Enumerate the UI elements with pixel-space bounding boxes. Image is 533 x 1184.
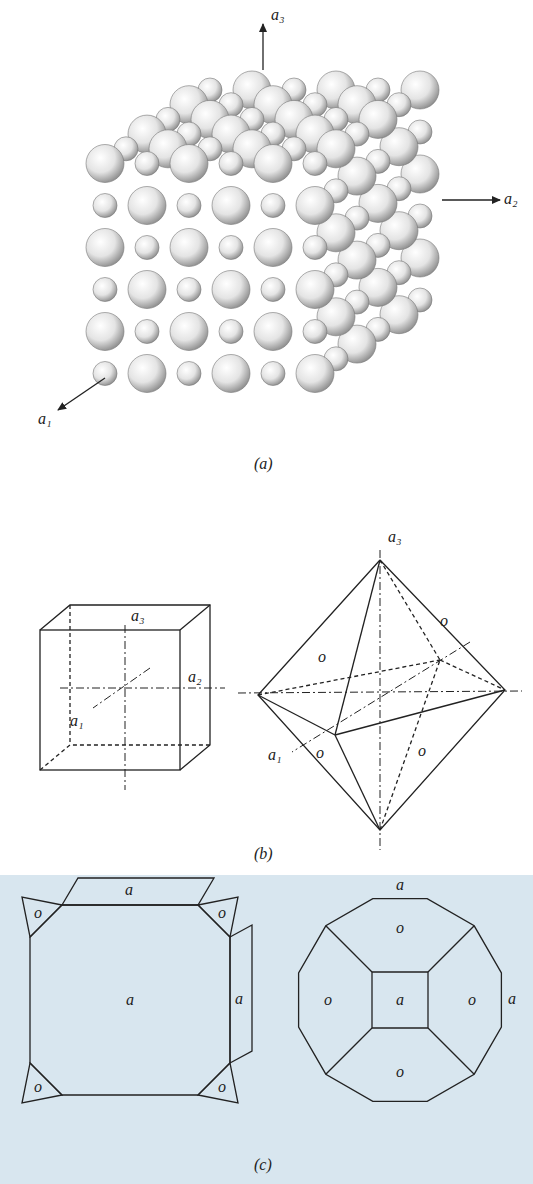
axis-label: a₂ — [504, 190, 518, 208]
atom-sphere — [261, 278, 285, 302]
truncated-octahedron — [299, 899, 502, 1102]
atom-sphere — [86, 313, 124, 351]
axis-label: a₁ — [70, 712, 84, 730]
atom-sphere — [296, 355, 334, 393]
octahedron-figure — [238, 550, 522, 850]
face-label: o — [318, 648, 326, 666]
face-label: o — [396, 919, 404, 937]
face-edge — [428, 1028, 474, 1074]
atom-sphere — [170, 229, 208, 267]
cube-figure — [40, 605, 225, 790]
atom-sphere — [254, 229, 292, 267]
atom-sphere — [261, 194, 285, 218]
figure-caption: (c) — [254, 1156, 272, 1174]
atom-sphere — [170, 145, 208, 183]
face-label: o — [316, 744, 324, 762]
face-label: o — [218, 1078, 226, 1096]
atom-sphere — [296, 271, 334, 309]
atom-sphere — [219, 320, 243, 344]
figure-caption: (a) — [254, 455, 273, 473]
atom-sphere — [177, 194, 201, 218]
face-edge — [326, 1028, 372, 1074]
atom-sphere — [128, 271, 166, 309]
atom-sphere — [212, 187, 250, 225]
figure-caption: (b) — [254, 845, 273, 863]
axis-label: a₃ — [271, 6, 285, 24]
axis-label: a₁ — [38, 410, 52, 428]
face-label: o — [34, 904, 42, 922]
atom-sphere — [296, 187, 334, 225]
atom-sphere — [254, 313, 292, 351]
atom-sphere — [86, 145, 124, 183]
face-edge — [428, 926, 474, 972]
face-label: a — [235, 990, 243, 1008]
axis-label: a₃ — [131, 607, 145, 625]
atom-sphere — [303, 152, 327, 176]
face-label: a — [396, 991, 404, 1009]
axis-label: a₂ — [188, 668, 202, 686]
atom-sphere — [212, 271, 250, 309]
atom-sphere — [212, 355, 250, 393]
face-label: o — [468, 991, 476, 1009]
atom-sphere — [135, 236, 159, 260]
atom-sphere — [135, 152, 159, 176]
face-label: a — [396, 876, 404, 894]
atom-sphere — [128, 355, 166, 393]
atom-sphere — [86, 229, 124, 267]
truncated-cube — [22, 878, 252, 1103]
face-label: o — [218, 904, 226, 922]
axis-label: a₃ — [388, 528, 402, 546]
atom-sphere — [303, 320, 327, 344]
atom-sphere — [219, 152, 243, 176]
atom-sphere — [135, 320, 159, 344]
face-edge — [326, 926, 372, 972]
face-label: o — [34, 1078, 42, 1096]
atom-sphere — [177, 362, 201, 386]
atom-sphere — [170, 313, 208, 351]
face-label: a — [508, 990, 516, 1008]
face-label: o — [440, 612, 448, 630]
atom-sphere — [254, 145, 292, 183]
atom-sphere — [177, 278, 201, 302]
axes-a — [58, 24, 500, 410]
panel-background — [0, 875, 533, 1184]
face-label: a — [126, 991, 134, 1009]
atom-sphere — [93, 278, 117, 302]
atom-sphere — [93, 194, 117, 218]
axis-label: a₁ — [268, 746, 282, 764]
atom-sphere — [93, 362, 117, 386]
outline — [299, 899, 502, 1102]
face-label: o — [418, 742, 426, 760]
face-label: a — [125, 881, 133, 899]
atom-sphere — [219, 236, 243, 260]
atom-sphere — [303, 236, 327, 260]
atom-sphere — [128, 187, 166, 225]
face-label: o — [396, 1063, 404, 1081]
square-face — [372, 972, 428, 1028]
face-label: o — [324, 991, 332, 1009]
sphere-packing — [86, 71, 439, 393]
atom-sphere — [261, 362, 285, 386]
